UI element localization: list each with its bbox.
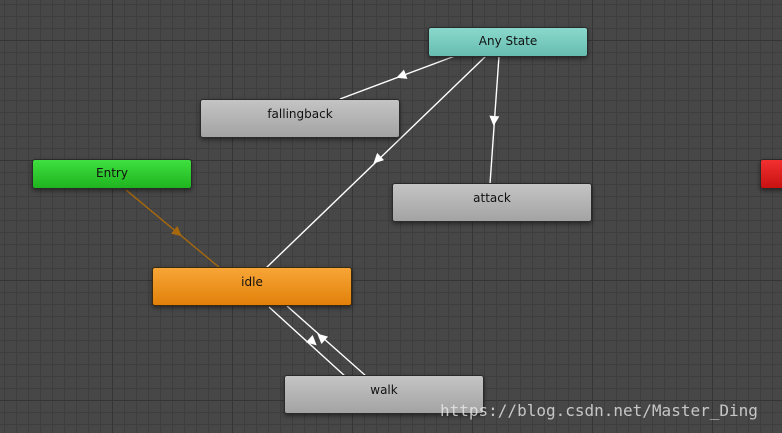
state-label: fallingback	[267, 106, 333, 121]
state-fallingback[interactable]: fallingback	[200, 99, 400, 138]
state-walk[interactable]: walk	[284, 375, 484, 414]
state-label: Entry	[96, 166, 128, 180]
transition-walk-to-idle[interactable]	[286, 305, 367, 377]
state-attack[interactable]: attack	[392, 183, 592, 222]
transition-anystate-to-idle[interactable]	[265, 55, 487, 269]
state-entry[interactable]: Entry	[32, 159, 192, 189]
transition-idle-to-walk[interactable]	[268, 306, 347, 378]
state-label: walk	[370, 382, 398, 397]
state-label: idle	[241, 274, 263, 289]
state-exit[interactable]	[760, 159, 782, 189]
state-idle[interactable]: idle	[152, 267, 352, 306]
transition-anystate-to-fallingback[interactable]	[339, 55, 456, 100]
state-any-state[interactable]: Any State	[428, 27, 588, 57]
transition-anystate-to-attack[interactable]	[489, 55, 500, 185]
state-label: attack	[473, 190, 511, 205]
transition-entry-to-idle[interactable]	[125, 189, 221, 269]
watermark: https://blog.csdn.net/Master_Ding	[440, 401, 758, 420]
state-label: Any State	[478, 34, 538, 48]
